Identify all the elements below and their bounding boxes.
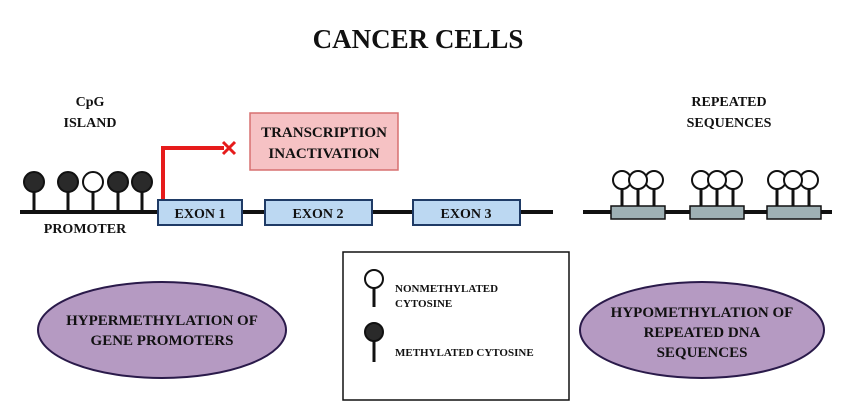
repeat-block — [766, 205, 822, 220]
diagram-title: CANCER CELLS — [313, 24, 524, 54]
nonmethylated-cytosine-icon — [628, 170, 648, 190]
repeat-block — [610, 205, 666, 220]
promoter-cytosine-3 — [82, 171, 104, 193]
repeated-sequence-2 — [689, 170, 745, 220]
cpg-island-label-line2: ISLAND — [64, 116, 117, 131]
hypermethylation-oval — [37, 281, 287, 379]
promoter-label: PROMOTER — [44, 222, 127, 237]
hypermethylation-line2: GENE PROMOTERS — [91, 333, 234, 349]
nonmethylated-cytosine-legend-icon — [364, 269, 384, 289]
legend-nonmethylated-line1: NONMETHYLATED — [395, 283, 498, 295]
exon-3-box — [412, 199, 521, 226]
nonmethylated-cytosine-icon — [783, 170, 803, 190]
hypomethylation-line1: HYPOMETHYLATION OF — [611, 305, 794, 321]
nonmethylated-cytosine-icon — [707, 170, 727, 190]
transcription-start-arrow — [161, 146, 224, 200]
exon-3-label: EXON 3 — [441, 207, 492, 222]
transcription-inactivation-line2: INACTIVATION — [268, 146, 379, 162]
exon-2-label: EXON 2 — [293, 207, 344, 222]
repeated-sequences-label-line1: REPEATED — [691, 95, 766, 110]
promoter-cytosine-4 — [107, 171, 129, 193]
promoter-cytosine-1 — [23, 171, 45, 193]
promoter-cytosine-2 — [57, 171, 79, 193]
promoter-cytosine-5 — [131, 171, 153, 193]
hypomethylation-oval — [579, 281, 825, 379]
legend-nonmethylated-line2: CYTOSINE — [395, 298, 452, 310]
repeated-sequence-1 — [610, 170, 666, 220]
transcription-inactivation-line1: TRANSCRIPTION — [261, 125, 387, 141]
exon-1-label: EXON 1 — [175, 207, 226, 222]
repeated-sequences-label-line2: SEQUENCES — [687, 116, 772, 131]
block-x-icon — [221, 140, 237, 156]
cpg-island-label-line1: CpG — [76, 95, 105, 110]
repeat-block — [689, 205, 745, 220]
repeated-sequence-3 — [766, 170, 822, 220]
exon-2-box — [264, 199, 373, 226]
legend-nonmethylated: NONMETHYLATED CYTOSINE — [364, 269, 498, 310]
hypomethylation-line3: SEQUENCES — [657, 345, 748, 361]
methylated-cytosine-legend-icon — [364, 322, 384, 342]
hypermethylation-line1: HYPERMETHYLATION OF — [66, 313, 258, 329]
hypomethylation-line2: REPEATED DNA — [644, 325, 761, 341]
promoter-cytosines — [23, 171, 153, 212]
legend-methylated: METHYLATED CYTOSINE — [364, 322, 534, 362]
legend-methylated-label: METHYLATED CYTOSINE — [395, 347, 534, 359]
transcription-inactivation-box — [249, 112, 399, 171]
exon-1-box — [157, 199, 243, 226]
